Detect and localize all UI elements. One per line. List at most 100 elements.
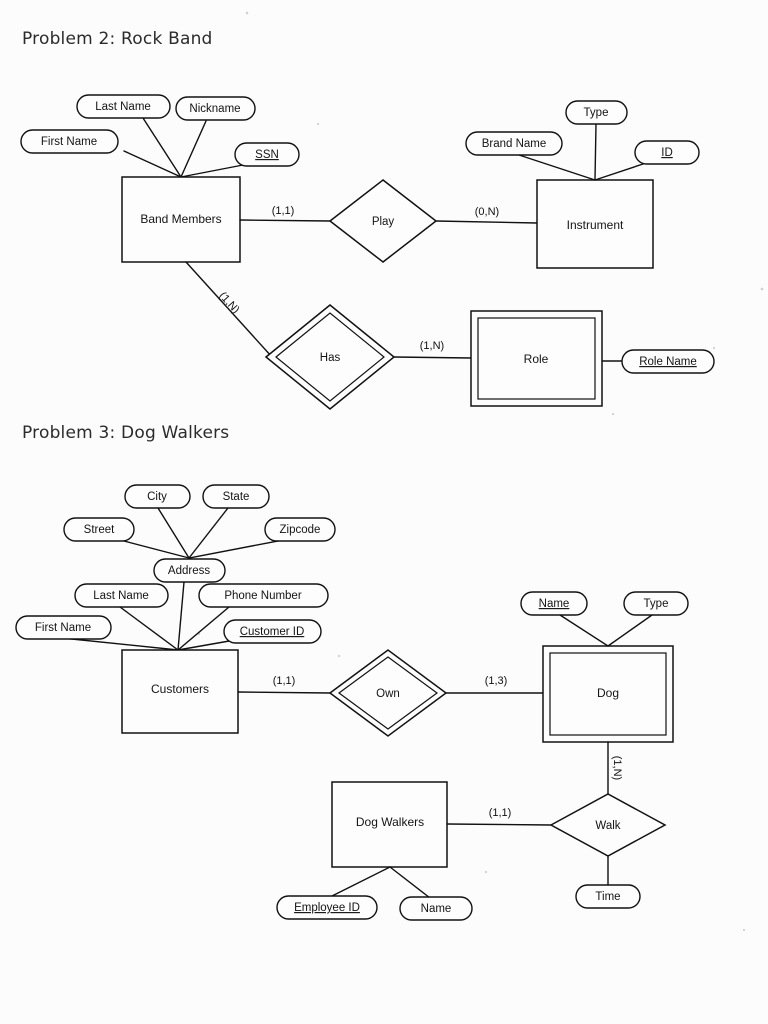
attribute-nickname-band: Nickname [175,96,256,121]
entity-dog-walkers-label: Dog Walkers [356,815,424,829]
scan-speck [337,654,341,658]
attribute-type-dog: Type [623,591,689,616]
attribute-ssn-band-label: SSN [255,149,279,161]
relationship-walk-label: Walk [595,820,620,832]
attribute-street: Street [63,517,135,542]
edge-brandname-instrument [518,154,596,181]
attribute-type-dog-label: Type [644,598,669,610]
edge-ssn-bandmembers [180,164,244,178]
edge-type-dog [607,614,653,647]
attribute-employee-id: Employee ID [276,895,378,920]
edge-dogwalkers-walk [446,823,552,826]
attribute-nickname-band-label: Nickname [189,103,240,115]
scan-speck [742,928,746,932]
attribute-first-name-customer: First Name [15,615,112,640]
relationship-play-label: Play [372,216,395,228]
attribute-first-name-band: First Name [20,129,119,154]
attribute-last-name-customer: Last Name [74,583,169,608]
attribute-city-label: City [147,491,167,503]
relationship-walk [549,793,667,857]
attribute-last-name-band-label: Last Name [95,101,151,113]
attribute-last-name-band: Last Name [76,94,171,119]
attribute-brand-name-instrument: Brand Name [465,131,563,156]
relationship-has-inner [275,312,385,402]
edge-name-dogwalkers [389,866,431,899]
relationship-own-label: Own [376,688,400,700]
entity-instrument-label: Instrument [567,218,624,232]
attribute-zipcode-label: Zipcode [280,524,321,536]
attribute-type-instrument: Type [565,100,628,125]
edge-employeeid-dogwalkers [329,866,391,898]
cardinality-customers-own: (1,1) [273,675,296,687]
relationship-has-label: Has [320,352,341,364]
entity-instrument [536,179,654,269]
cardinality-bandmembers-play: (1,1) [272,205,295,217]
entity-band-members [121,176,241,263]
attribute-id-instrument-label: ID [661,147,673,159]
cardinality-play-instrument: (0,N) [475,206,499,218]
attribute-name-dog-label: Name [539,598,570,610]
edge-lastname-bandmembers [142,117,182,178]
entity-customers [121,649,239,734]
entity-dog-label: Dog [597,686,619,700]
entity-dog-walkers [331,781,448,868]
edge-zipcode-address [188,539,284,559]
edge-phonenumber-customers [177,606,230,651]
edge-type-instrument [594,123,597,181]
edge-city-address [157,507,190,559]
edge-has-role [393,356,472,359]
entity-role-label: Role [524,352,549,366]
attribute-brand-name-instrument-label: Brand Name [482,138,547,150]
attribute-zipcode: Zipcode [264,517,336,542]
edge-customerid-customers [177,639,236,651]
attribute-address: Address [153,558,226,583]
section-heading-dog-walkers: Problem 3: Dog Walkers [22,423,230,443]
attribute-first-name-customer-label: First Name [35,622,91,634]
scan-speck [712,346,716,350]
attribute-street-label: Street [84,524,115,536]
attribute-id-instrument: ID [634,140,700,165]
cardinality-bandmembers-has: (1,N) [216,290,241,316]
attribute-last-name-customer-label: Last Name [93,590,149,602]
attribute-city: City [124,484,191,509]
edge-address-customers [177,581,185,651]
attribute-ssn-band: SSN [234,142,300,167]
attribute-time-walk: Time [575,884,641,909]
attribute-role-name: Role Name [621,349,715,374]
edge-lastname-customers [119,606,179,651]
entity-dog-inner [549,652,667,736]
attribute-name-dogwalkers: Name [399,896,473,921]
attribute-first-name-band-label: First Name [41,136,97,148]
attribute-name-dog: Name [520,591,588,616]
attribute-time-walk-label: Time [595,891,620,903]
section-heading-rock-band: Problem 2: Rock Band [22,29,213,49]
attribute-type-instrument-label: Type [584,107,609,119]
attribute-address-label: Address [168,565,210,577]
relationship-own-inner [337,656,439,730]
scan-speck [484,870,488,874]
scan-speck [316,122,320,126]
edge-id-instrument [594,162,647,181]
cardinality-has-role: (1,N) [420,340,444,352]
attribute-phone-number: Phone Number [198,583,329,608]
cardinality-own-dog: (1,3) [485,675,508,687]
entity-role-inner [477,317,596,400]
attribute-phone-number-label: Phone Number [224,590,302,602]
attribute-state-label: State [223,491,250,503]
attribute-employee-id-label: Employee ID [294,902,360,914]
edge-firstname-customers [61,637,179,651]
edge-play-instrument [435,220,538,224]
edge-customers-own [237,691,331,694]
cardinality-dog-walk: (1,N) [611,756,623,780]
attribute-customer-id-label: Customer ID [240,626,305,638]
attribute-state: State [202,484,270,509]
edge-name-dog [559,614,609,647]
attribute-role-name-label: Role Name [639,356,697,368]
edge-street-address [119,539,190,559]
scan-speck [760,287,764,291]
scan-speck [611,412,615,416]
attribute-customer-id: Customer ID [223,619,322,644]
cardinality-dogwalkers-walk: (1,1) [489,807,512,819]
